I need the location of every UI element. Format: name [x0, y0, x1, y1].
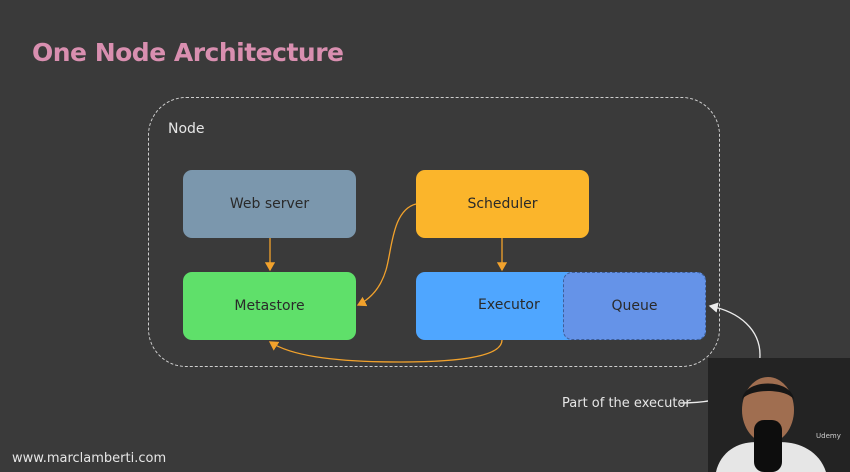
web-server-label: Web server: [229, 196, 310, 212]
web-server-box: Web server: [183, 170, 356, 238]
metastore-label: Metastore: [234, 298, 305, 314]
arrow-executor-to-metastore: [268, 339, 503, 363]
presenter-video: [708, 358, 850, 472]
queue-annotation: Part of the executor: [562, 396, 691, 411]
arrow-scheduler-to-metastore: [356, 203, 417, 307]
website-url: www.marclamberti.com: [12, 451, 167, 466]
node-boundary: [148, 97, 720, 367]
queue-label: Queue: [611, 298, 658, 314]
node-label: Node: [168, 121, 205, 137]
executor-label: Executor: [478, 297, 540, 313]
metastore-box: Metastore: [183, 272, 356, 340]
scheduler-box: Scheduler: [416, 170, 589, 238]
scheduler-label: Scheduler: [467, 196, 538, 212]
queue-box: Queue: [563, 272, 706, 340]
udemy-logo: Udemy: [816, 432, 841, 440]
presenter-silhouette: [708, 358, 850, 472]
page-title: One Node Architecture: [32, 38, 344, 67]
